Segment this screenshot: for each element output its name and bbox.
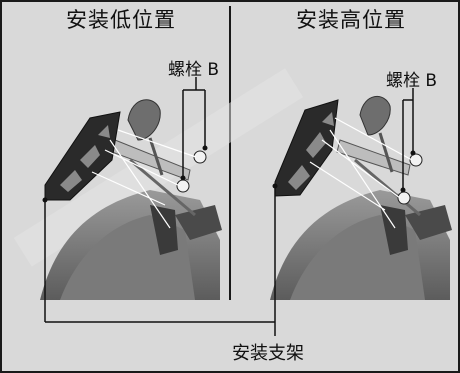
bolt-point-right-2 <box>410 150 416 156</box>
bolt-point-right-1 <box>400 187 406 193</box>
motorcycle-front-right <box>270 96 452 300</box>
bracket-label: 安装支架 <box>232 343 304 364</box>
bracket-leader <box>44 186 276 336</box>
panel-title-high: 安装高位置 <box>296 8 406 32</box>
bolt-leader-right <box>402 88 414 190</box>
bolt-point-left-1 <box>180 175 186 181</box>
panel-title-low: 安装低位置 <box>66 8 176 32</box>
bracket-point-left <box>42 197 48 203</box>
bracket-point-right <box>272 183 278 189</box>
motorcycle-front-left <box>40 99 222 300</box>
bolt-point-left-2 <box>202 145 208 151</box>
bolt-label-right: 螺栓 B <box>386 71 438 91</box>
bolt-leader-left <box>182 77 206 178</box>
bolt-label-left: 螺栓 B <box>168 60 220 80</box>
